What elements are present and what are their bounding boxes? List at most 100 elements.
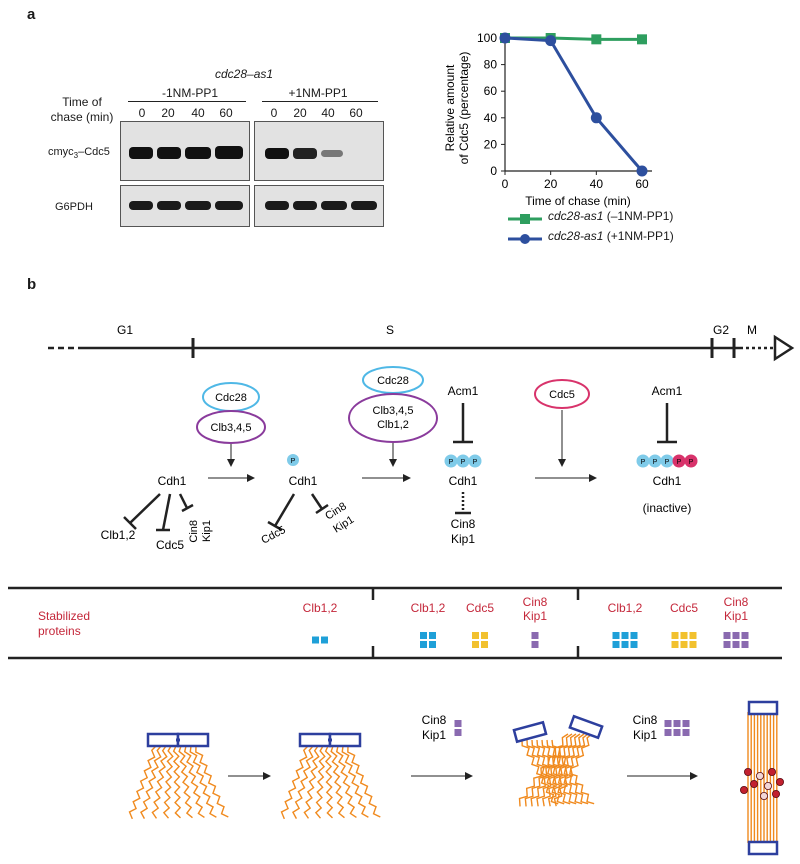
blot-cdc5-plus — [254, 121, 384, 181]
microtubule — [547, 733, 589, 807]
spindle-pole-body — [176, 732, 210, 748]
data-point-circle — [545, 35, 557, 47]
y-tick-label: 60 — [484, 84, 498, 98]
x-tick-label: 60 — [635, 177, 649, 191]
microtubule — [541, 739, 583, 805]
microtubule — [521, 739, 559, 805]
protein-square — [531, 641, 539, 648]
microtubule — [195, 745, 229, 818]
spindle-pole-body — [747, 840, 779, 856]
protein-square — [732, 641, 740, 648]
data-point-square — [637, 34, 647, 45]
kip1-label: Kip1 — [201, 520, 213, 542]
acm1-label: Acm1 — [448, 384, 479, 398]
legend-marker — [520, 214, 530, 224]
group-plus-underline — [262, 101, 378, 102]
clb12-label: Clb1,2 — [377, 419, 409, 431]
spindle-pole-body — [747, 700, 779, 716]
phospho-label: P — [291, 458, 296, 465]
microtubule — [518, 733, 569, 807]
spindle-kip1-label: Kip1 — [633, 728, 657, 742]
blot-band — [129, 201, 153, 210]
microtubule — [151, 745, 168, 819]
blot-band — [157, 147, 181, 159]
clb345-oval — [196, 410, 266, 444]
x-tick-label: 40 — [590, 177, 604, 191]
protein-square — [420, 641, 427, 648]
cdc5-label: Cdc5 — [156, 538, 184, 552]
spindle-kip1-label: Kip1 — [422, 728, 446, 742]
blot-band — [157, 201, 181, 210]
microtubule — [140, 745, 162, 819]
protein-square — [680, 641, 688, 648]
microtubule — [546, 739, 589, 805]
microtubule — [292, 745, 314, 819]
microtubule — [553, 733, 593, 807]
protein-square — [312, 636, 319, 644]
svg-text:P: P — [677, 459, 682, 466]
spindle-cin8-label: Cin8 — [633, 713, 658, 727]
protein-square — [664, 720, 672, 727]
blot-band — [215, 201, 243, 210]
cdc5-label: Cdc5 — [549, 389, 575, 401]
lane-time: 60 — [349, 106, 363, 120]
protein-square — [481, 641, 488, 648]
blot-band — [215, 146, 243, 159]
blot-band — [265, 201, 289, 210]
microtubule — [183, 745, 205, 819]
chart-ylabel-line2: of Cdc5 (percentage) — [457, 52, 471, 165]
clb345-label: Clb3,4,5 — [373, 405, 414, 417]
protein-square-groups — [312, 632, 749, 736]
svg-text:P: P — [461, 459, 466, 466]
protein-square — [420, 632, 427, 639]
svg-text:P: P — [641, 459, 646, 466]
blot-g6pdh-minus — [120, 185, 250, 227]
phase-g2: G2 — [713, 323, 729, 337]
protein-square — [454, 720, 462, 727]
spindle-pole-body — [328, 732, 362, 748]
microtubule — [341, 745, 369, 818]
clb12-label: Clb1,2 — [101, 528, 136, 542]
protein-square — [664, 729, 672, 736]
kinesin-motor — [744, 768, 753, 777]
clb345-label: Clb3,4,5 — [211, 422, 252, 434]
time-label-line2: chase (min) — [50, 110, 114, 124]
protein-square — [472, 632, 479, 639]
y-tick-label: 80 — [484, 58, 498, 72]
protein-square — [680, 632, 688, 639]
blot-band — [185, 147, 211, 159]
legend-entry-minus: cdc28-as1 (–1NM-PP1) — [548, 209, 674, 223]
blot-g6pdh-plus — [254, 185, 384, 227]
stab-clb12-label: Clb1,2 — [303, 601, 338, 615]
stab-cdc5-label: Cdc5 — [670, 601, 698, 615]
protein-square — [531, 632, 539, 639]
kinesin-motor — [740, 786, 749, 795]
microtubule — [536, 739, 577, 805]
series-line — [504, 36, 644, 172]
lane-time: 20 — [293, 106, 307, 120]
kinesin-motor — [768, 768, 777, 777]
microtubule — [189, 745, 217, 818]
legend-entry-plus: cdc28-as1 (+1NM-PP1) — [548, 229, 674, 243]
svg-text:P: P — [689, 459, 694, 466]
blot-band — [265, 148, 289, 159]
stabilized-label-line1: Stabilized — [38, 609, 90, 623]
legend-marker — [520, 234, 530, 244]
protein-square — [621, 632, 629, 639]
cin8-label: Cin8 — [188, 520, 200, 543]
protein-square — [429, 641, 436, 648]
data-point-circle — [499, 32, 511, 44]
lane-time: 20 — [161, 106, 175, 120]
protein-square — [741, 641, 749, 648]
microtubule — [530, 733, 577, 807]
kinesin-motor — [760, 792, 769, 801]
protein-square — [671, 632, 679, 639]
kinesin-motor — [776, 778, 785, 787]
microtubule — [526, 739, 565, 805]
phospho-group: P P P — [444, 454, 482, 468]
microtubule — [162, 745, 174, 819]
chart-axes — [504, 38, 652, 172]
y-tick-label: 100 — [477, 31, 497, 45]
phospho-group: P P P P P — [636, 454, 698, 468]
stab-kip1-label: Kip1 — [724, 609, 748, 623]
